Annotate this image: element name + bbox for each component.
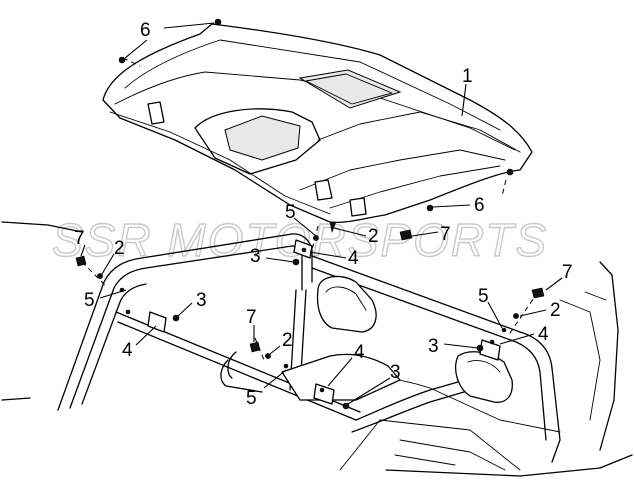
callout-5: 5 bbox=[246, 388, 257, 409]
callout-2: 2 bbox=[368, 226, 379, 247]
callout-6: 6 bbox=[474, 195, 485, 216]
callout-1: 1 bbox=[462, 66, 473, 87]
callout-5: 5 bbox=[285, 202, 296, 223]
callout-3: 3 bbox=[250, 246, 261, 267]
callout-2: 2 bbox=[282, 330, 293, 351]
callout-2: 2 bbox=[114, 238, 125, 259]
callout-4: 4 bbox=[354, 342, 365, 363]
callout-labels: 1 6 6 5 2 7 4 3 7 2 5 3 4 7 2 5 4 3 7 5 … bbox=[74, 20, 573, 409]
clamps bbox=[147, 239, 501, 405]
callout-7: 7 bbox=[562, 262, 573, 283]
callout-4: 4 bbox=[538, 324, 549, 345]
callout-3: 3 bbox=[196, 290, 207, 311]
leader-lines bbox=[80, 22, 563, 405]
callout-7: 7 bbox=[440, 224, 451, 245]
callout-3: 3 bbox=[390, 362, 401, 383]
callout-4: 4 bbox=[348, 248, 359, 269]
callout-4: 4 bbox=[122, 340, 133, 361]
callout-2: 2 bbox=[550, 300, 561, 321]
callout-7: 7 bbox=[74, 228, 85, 249]
callout-6: 6 bbox=[140, 20, 151, 41]
seat-headrests bbox=[281, 275, 513, 403]
watermark: SSR MOTORSPORTS bbox=[52, 214, 548, 266]
roof-panel bbox=[102, 23, 533, 224]
hardware bbox=[75, 18, 545, 410]
callout-3: 3 bbox=[428, 336, 439, 357]
callout-5: 5 bbox=[478, 286, 489, 307]
callout-7: 7 bbox=[246, 307, 257, 328]
callout-5: 5 bbox=[84, 290, 95, 311]
